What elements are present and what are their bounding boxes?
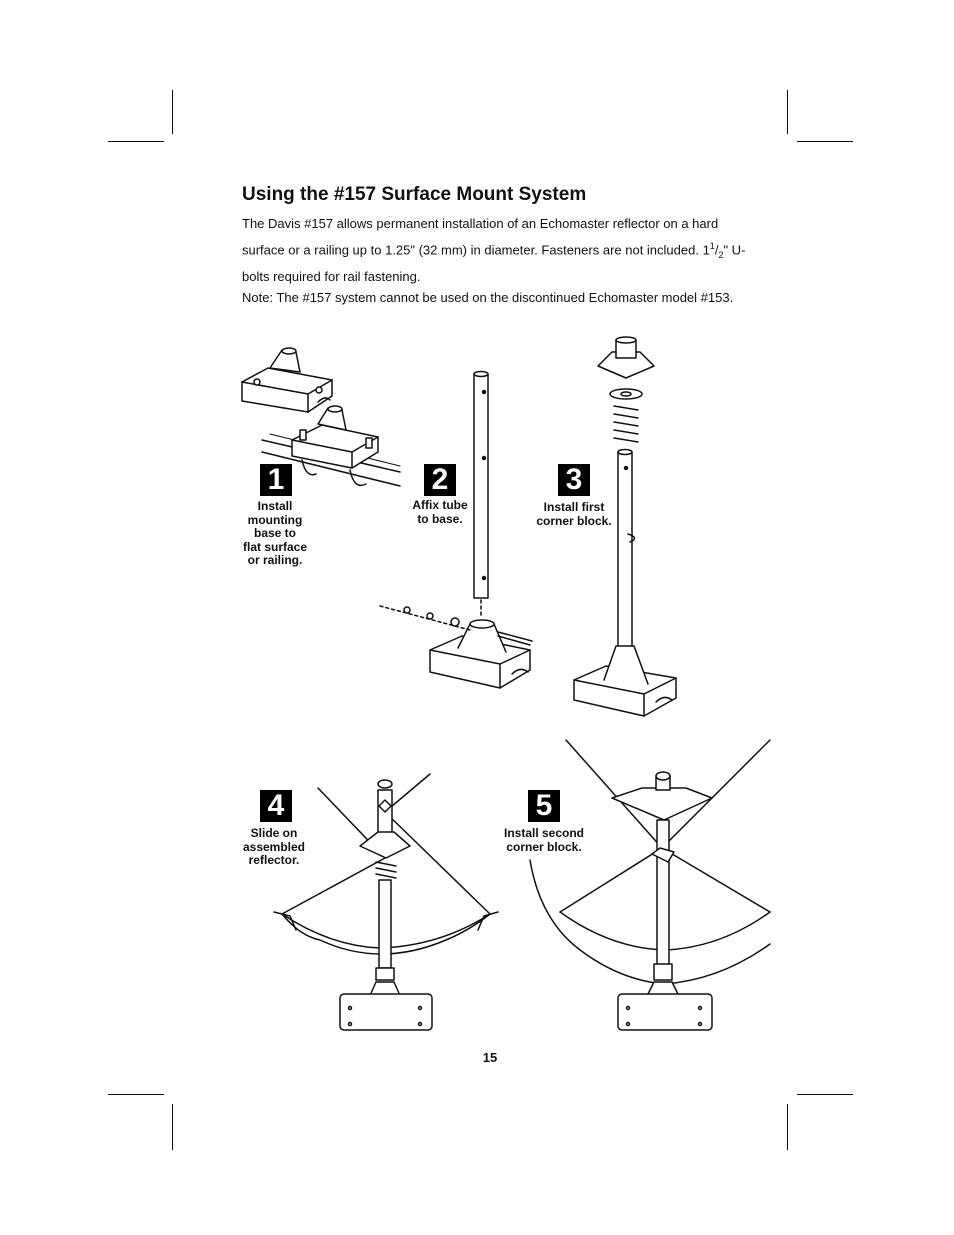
crop-mark: [797, 141, 853, 142]
page-title: Using the #157 Surface Mount System: [242, 184, 587, 205]
fraction-denominator: 2: [718, 249, 724, 260]
fraction-numerator: 1: [709, 241, 715, 251]
step-5-caption: Install second corner block.: [503, 826, 585, 854]
corner-block-install-illustration: [573, 336, 677, 717]
step-4-caption: Slide on assembled reflector.: [242, 826, 306, 867]
step-1-badge: 1: [260, 464, 292, 496]
crop-mark: [172, 1104, 173, 1150]
step-5-badge: 5: [528, 790, 560, 822]
crop-mark: [787, 1104, 788, 1150]
intro-tail: " U-bolts required for rail fastening.: [242, 242, 746, 284]
railing-mount-illustration: [261, 405, 401, 487]
step-1-caption: Install mounting base to flat surface or…: [242, 499, 308, 567]
second-corner-block-illustration: [529, 739, 771, 1031]
step-2-caption: Affix tube to base.: [412, 498, 468, 526]
intro-paragraph: The Davis #157 allows permanent installa…: [242, 213, 762, 288]
tube-and-base-illustration: [379, 370, 533, 689]
fraction-separator: /: [714, 242, 719, 258]
crop-mark: [787, 90, 788, 134]
note-paragraph: Note: The #157 system cannot be used on …: [242, 290, 734, 305]
crop-mark: [108, 141, 164, 142]
reflector-slide-on-illustration: [273, 773, 499, 1031]
mounting-base-illustration: [241, 347, 333, 413]
crop-mark: [172, 90, 173, 134]
crop-mark: [108, 1094, 164, 1095]
step-4-badge: 4: [260, 790, 292, 822]
step-2-badge: 2: [424, 464, 456, 496]
step-3-caption: Install first corner block.: [536, 500, 612, 528]
crop-mark: [797, 1094, 853, 1095]
intro-text: The Davis #157 allows permanent installa…: [242, 216, 719, 258]
page-number: 15: [482, 1050, 498, 1065]
step-3-badge: 3: [558, 464, 590, 496]
